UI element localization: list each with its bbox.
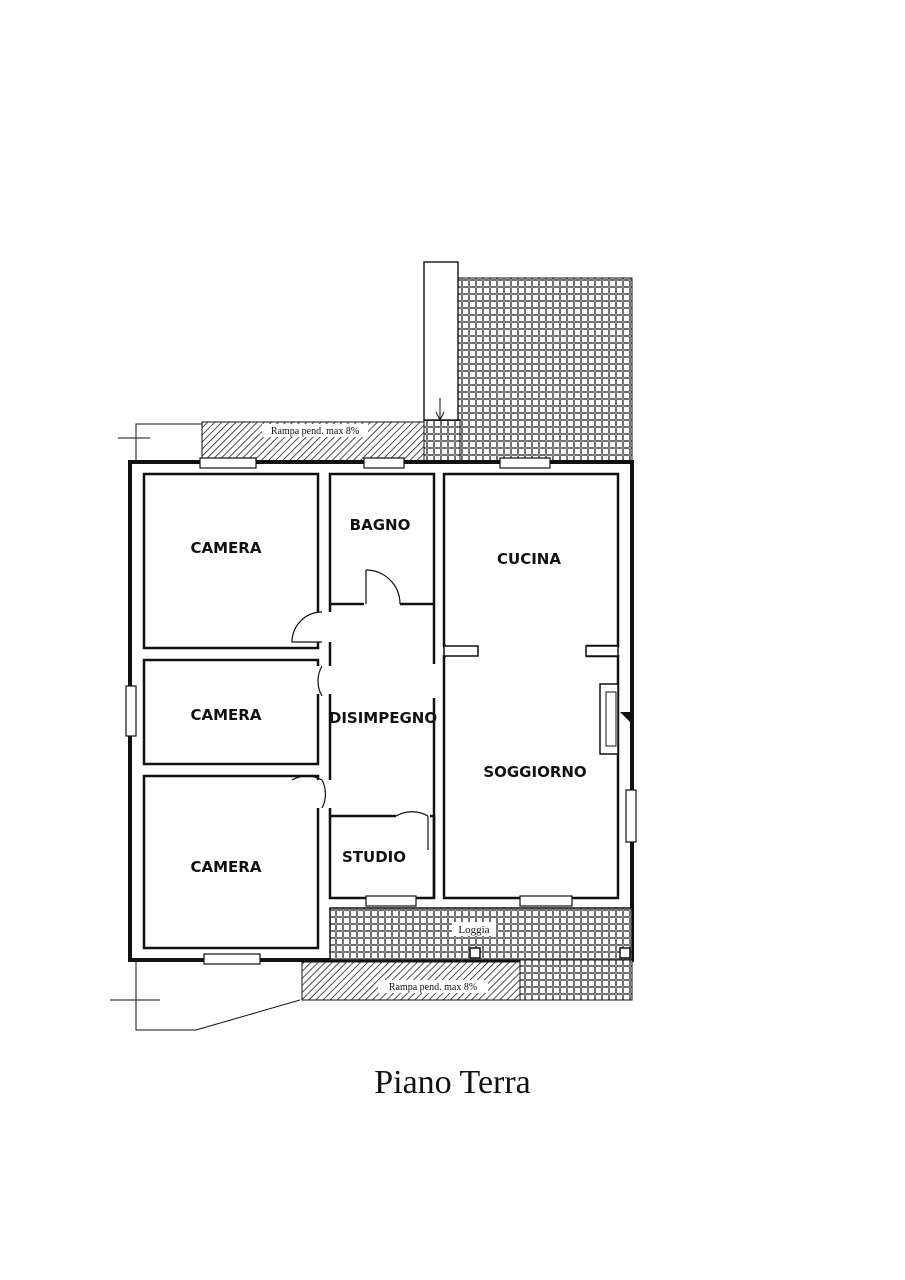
label-cucina: CUCINA	[497, 550, 561, 568]
label-disimpegno: DISIMPEGNO	[329, 709, 437, 727]
door-gap-soggiorno	[430, 664, 440, 698]
entrance-step-top	[135, 423, 203, 463]
chimney-column	[423, 261, 459, 421]
arrow-down-icon	[435, 411, 445, 422]
door-gap-camera-bottom	[314, 780, 334, 808]
label-camera-mid: CAMERA	[191, 706, 262, 724]
window-cucina	[499, 457, 551, 469]
window-camera-top	[199, 457, 257, 469]
ramp-top-label: Rampa pend. max 8%	[271, 426, 359, 437]
fireplace	[599, 683, 619, 755]
room-studio	[328, 814, 436, 900]
window-camera-mid	[125, 685, 137, 737]
plan-caption: Piano Terra	[374, 1064, 531, 1101]
room-bagno	[328, 472, 436, 606]
flue-icon	[620, 712, 632, 724]
door-gap-cucina	[446, 642, 586, 660]
door-gap-studio	[396, 812, 430, 820]
room-camera-bottom	[142, 774, 320, 950]
door-gap-bagno	[364, 600, 400, 608]
window-camera-bottom	[203, 953, 261, 965]
label-camera-bottom: CAMERA	[191, 858, 262, 876]
door-swing-bagno	[365, 569, 401, 605]
door-swing-camera-mid	[317, 665, 323, 697]
label-studio: STUDIO	[342, 848, 406, 866]
label-bagno: BAGNO	[350, 516, 411, 534]
window-bagno	[363, 457, 405, 469]
loggia-column-right	[619, 947, 631, 959]
terrace-tiled-strip	[423, 419, 461, 463]
loggia-column-left	[469, 947, 481, 959]
label-camera-top: CAMERA	[191, 539, 262, 557]
room-soggiorno	[442, 654, 620, 900]
entrance-path-bottom	[135, 960, 301, 1031]
ramp-bottom-label-box	[378, 980, 488, 993]
terrace-tiled-area	[457, 277, 633, 463]
window-studio	[365, 895, 417, 907]
terrace-tiled-bottom	[519, 959, 633, 1001]
room-camera-top	[142, 472, 320, 650]
ramp-bottom-label: Rampa pend. max 8%	[389, 982, 477, 993]
loggia-label-box	[452, 922, 496, 936]
loggia-label: Loggia	[458, 924, 489, 936]
door-gap-camera-mid	[314, 666, 334, 694]
wall-stub-left	[443, 645, 479, 657]
door-swing-camera-top	[291, 611, 323, 643]
fireplace-inner	[605, 691, 617, 747]
door-swing-camera-bottom	[291, 775, 326, 809]
window-soggiorno-side	[625, 789, 637, 843]
door-gap-camera-top	[314, 612, 334, 642]
ramp-top-label-box	[262, 424, 368, 437]
label-soggiorno: SOGGIORNO	[483, 763, 586, 781]
wall-stub-right	[585, 645, 619, 657]
window-soggiorno	[519, 895, 573, 907]
door-swing-studio	[395, 811, 429, 850]
room-camera-mid	[142, 658, 320, 766]
